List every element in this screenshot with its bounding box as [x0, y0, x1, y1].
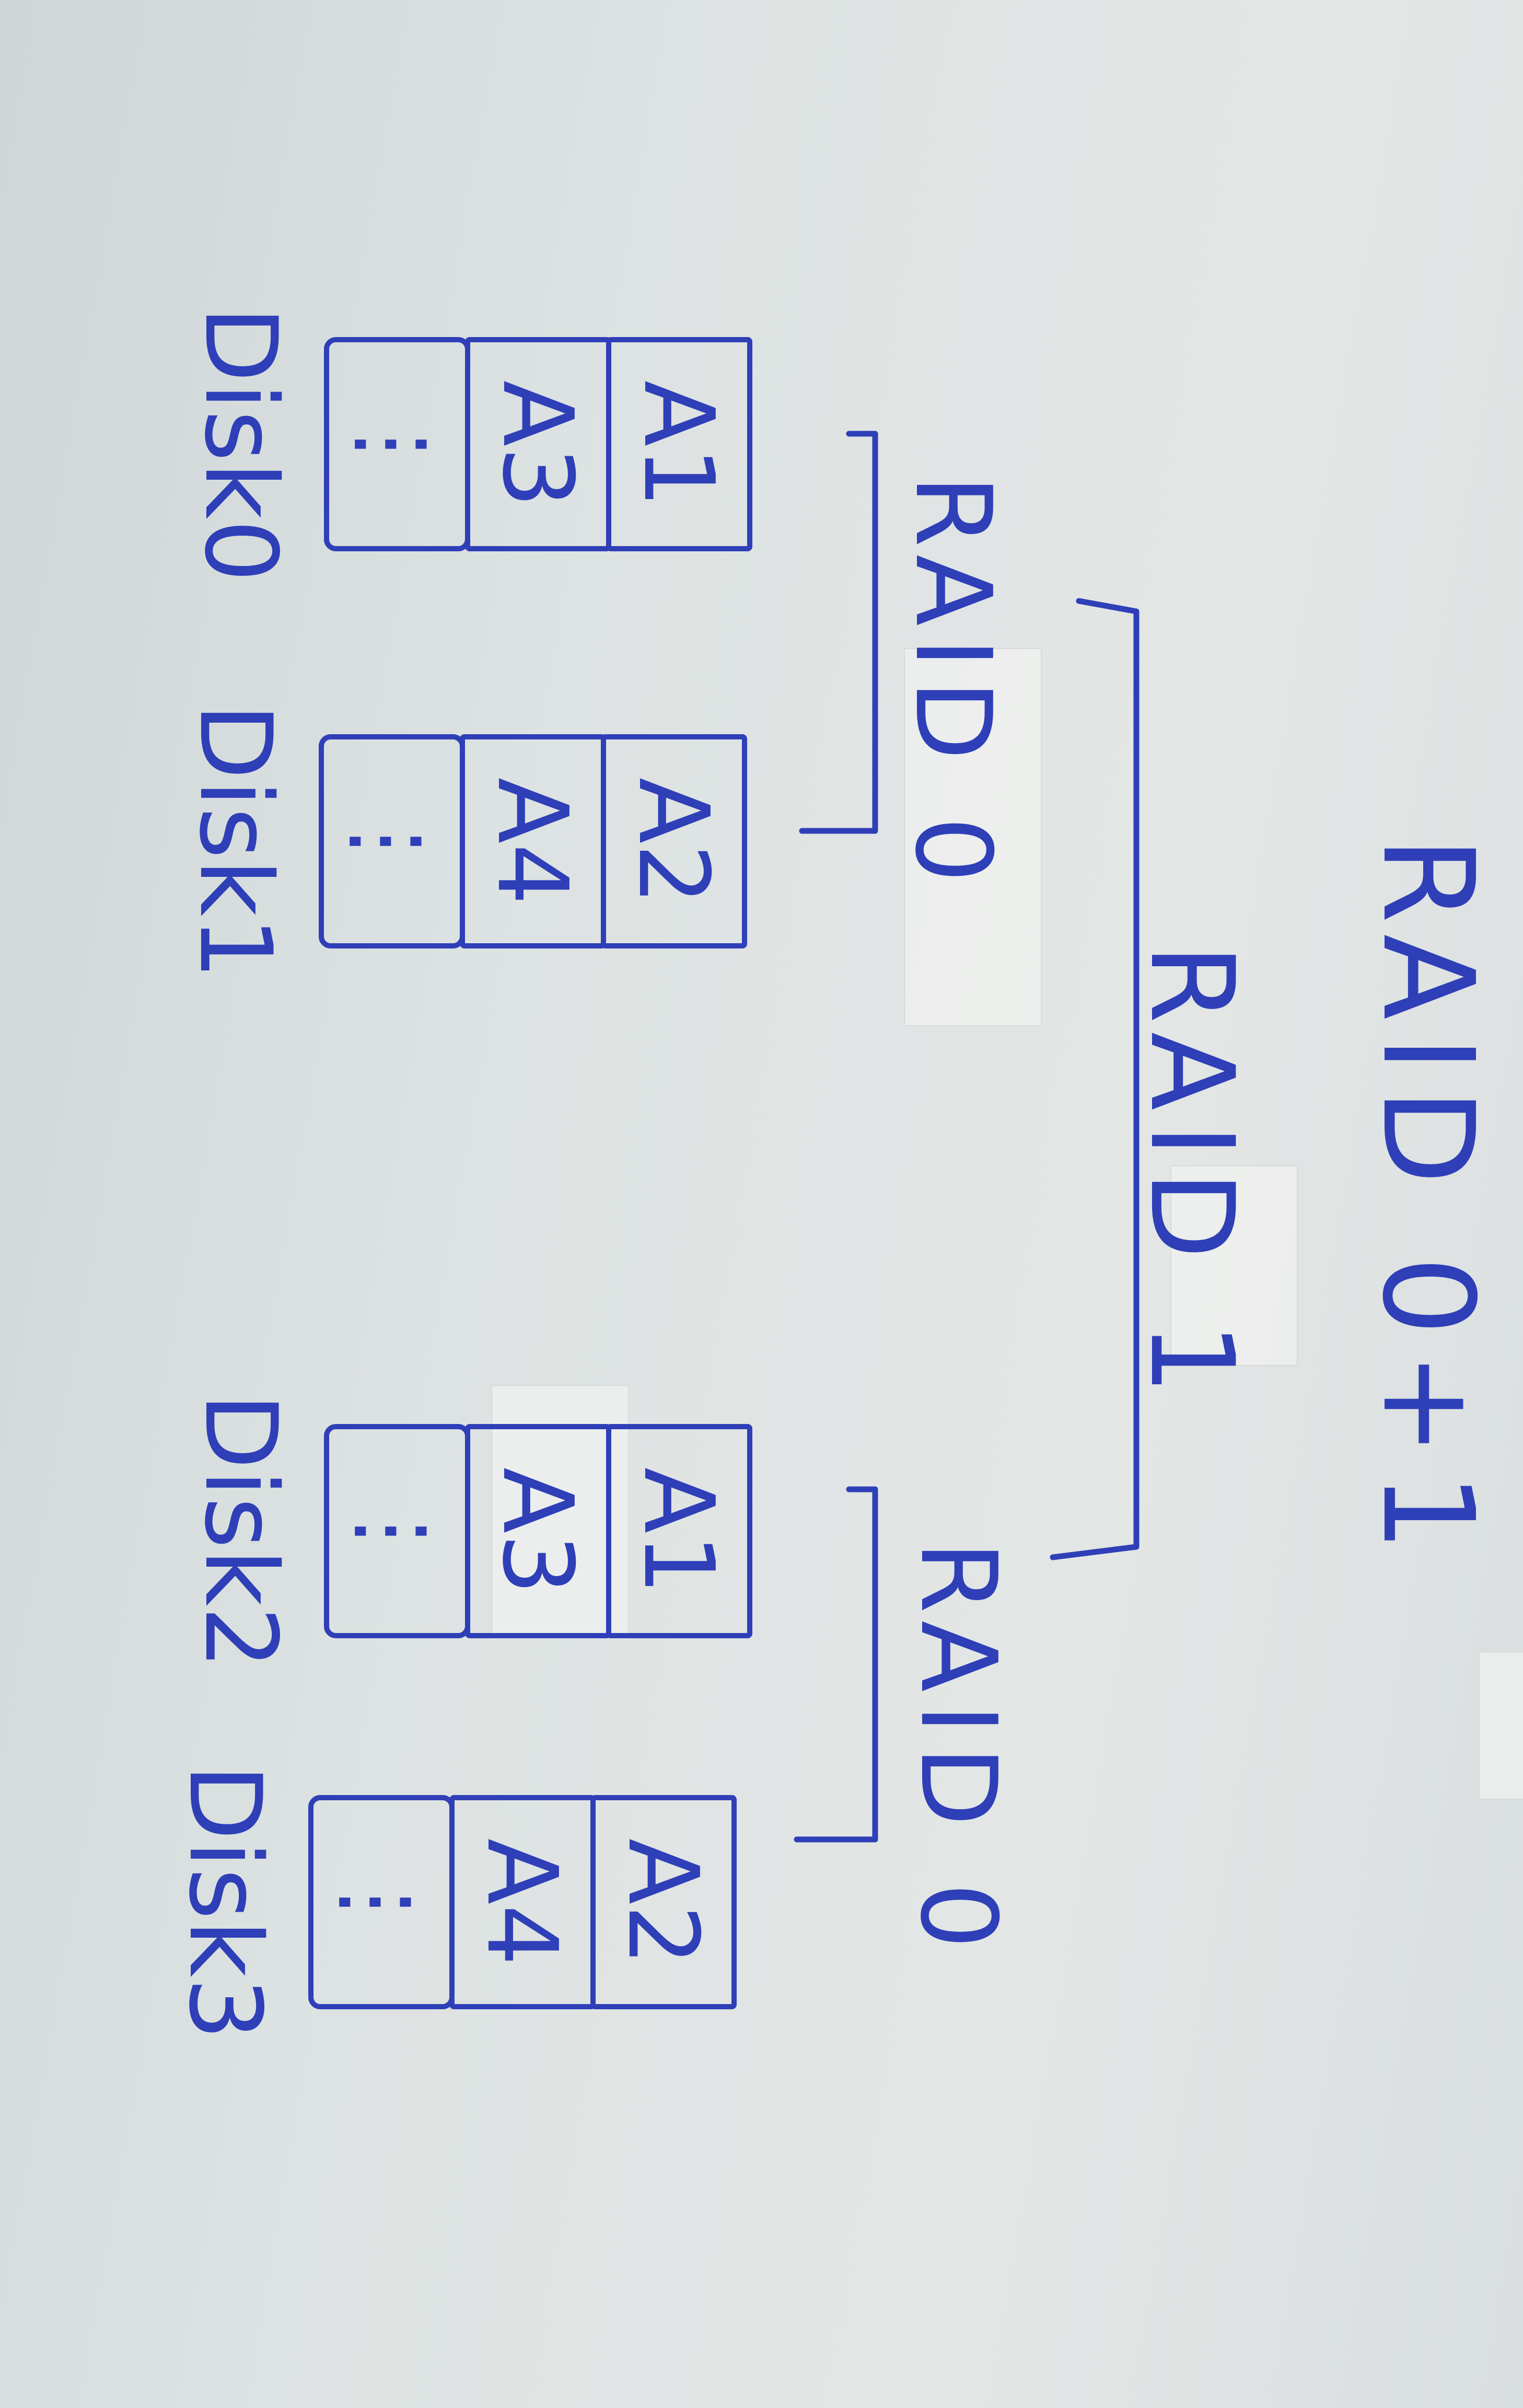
disk-block-label: A3 [481, 1467, 594, 1595]
raid0-label-right: RAID 0 [897, 1541, 1019, 1960]
diagram-title: RAID 0+1 [1355, 836, 1501, 1568]
disk-block-outline [308, 1795, 455, 2009]
disk-name-label: Disk2 [183, 1393, 298, 1670]
disk-name-label: Disk1 [178, 703, 293, 980]
disk-block-outline [324, 337, 470, 551]
disk-name-label: Disk3 [167, 1764, 283, 2041]
tape-strip [1170, 1165, 1298, 1366]
mirror-label: RAID 1 [1125, 944, 1259, 1408]
disk-block-label: ⋮ [326, 1858, 429, 1947]
disk-block-label: A4 [476, 778, 589, 905]
disk-block-outline [319, 734, 465, 948]
raid1-bracket [1050, 598, 1140, 1560]
disk-block-label: A2 [607, 1838, 719, 1966]
diagram-rotated: RAID 0+1 RAID 1 RAID 0 RAID 0 A1A3⋮Disk0… [167, 306, 1501, 2041]
disk-block-label: ⋮ [336, 797, 440, 886]
disk-name-label: Disk0 [183, 306, 298, 583]
disk-block-outline [324, 1424, 470, 1638]
disk-block-label: A3 [481, 380, 594, 508]
raid0-bracket-left [799, 431, 878, 834]
disk-block-label: A1 [622, 380, 735, 508]
raid0-label-left: RAID 0 [892, 474, 1014, 894]
tape-strip [1479, 1651, 1523, 1800]
tape-strip [904, 648, 1042, 1026]
disk-block-label: ⋮ [342, 400, 445, 489]
raid0-bracket-right [794, 1486, 878, 1843]
disk-block-label: A1 [622, 1467, 735, 1595]
disk-block-label: A4 [466, 1838, 578, 1966]
disk-block-label: ⋮ [342, 1487, 445, 1576]
disk-block-label: A2 [617, 778, 730, 905]
